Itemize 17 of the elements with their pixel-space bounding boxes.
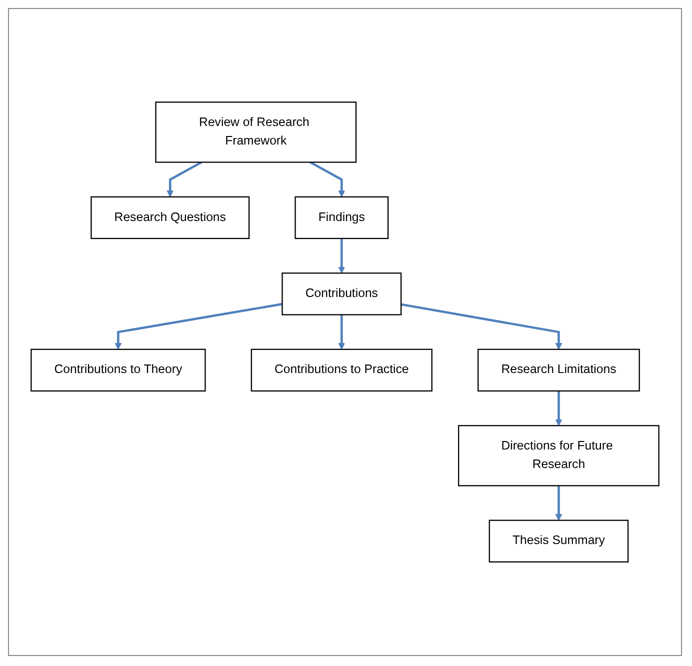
node-box: Research Limitations xyxy=(478,348,640,392)
arrow xyxy=(555,390,562,426)
node-box: Directions for Future Research xyxy=(458,424,660,486)
arrow xyxy=(400,303,562,350)
arrow xyxy=(555,486,562,521)
node-box: Thesis Summary xyxy=(488,520,629,562)
node-box: Contributions xyxy=(282,272,402,316)
node-box: Research Questions xyxy=(90,196,250,239)
arrow xyxy=(338,238,346,274)
arrow xyxy=(166,161,202,198)
node-box: Findings xyxy=(294,196,389,239)
node-box: Contributions to Theory xyxy=(30,348,206,392)
arrow xyxy=(114,302,282,350)
arrow xyxy=(310,161,346,198)
arrow xyxy=(338,314,346,350)
node-box: Review of Research Framework xyxy=(155,102,357,163)
node-box: Contributions to Practice xyxy=(250,348,432,392)
